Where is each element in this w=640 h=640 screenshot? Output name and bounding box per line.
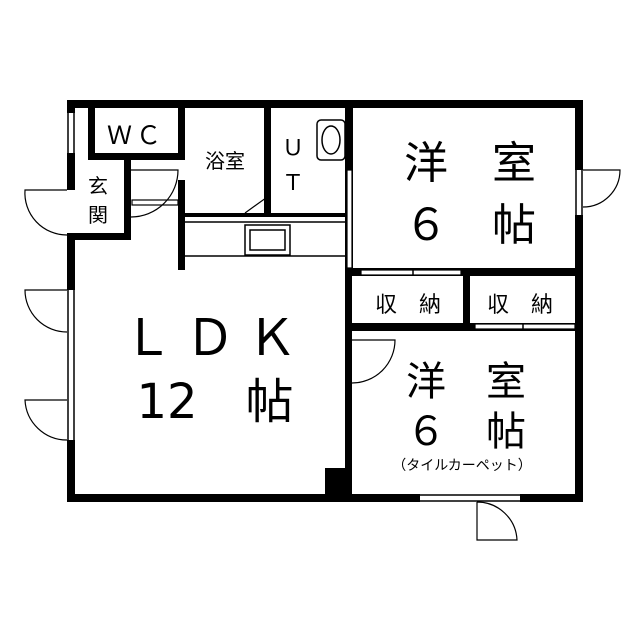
room-label-genkan-1: 玄: [88, 174, 108, 198]
room-label-ut-t: Ｔ: [282, 171, 304, 196]
room-label-ldk-size: 12 帖: [136, 374, 293, 430]
room-label-ut-u: Ｕ: [282, 136, 304, 161]
room-label-wc: ＷＣ: [107, 121, 165, 150]
room-label-western2-name: 洋 室: [406, 359, 526, 405]
room-label-western1-size: ６ 帖: [404, 200, 536, 251]
room-label-western2-note: （タイルカーペット）: [392, 458, 532, 474]
door-swings: [24, 169, 621, 541]
room-label-genkan-2: 関: [88, 203, 108, 227]
room-label-western1-name: 洋 室: [404, 138, 536, 189]
fixtures: [185, 119, 346, 257]
interior-walls: [67, 100, 582, 501]
room-label-ldk-name: ＬＤＫ: [123, 309, 309, 367]
storage-label-2: 収 納: [487, 293, 553, 318]
room-label-western2-size: ６ 帖: [406, 409, 526, 455]
exterior-openings: [66, 113, 584, 503]
room-label-bath: 浴室: [205, 149, 245, 173]
sliding-doors: [131, 169, 576, 331]
storage-label-1: 収 納: [375, 293, 441, 318]
